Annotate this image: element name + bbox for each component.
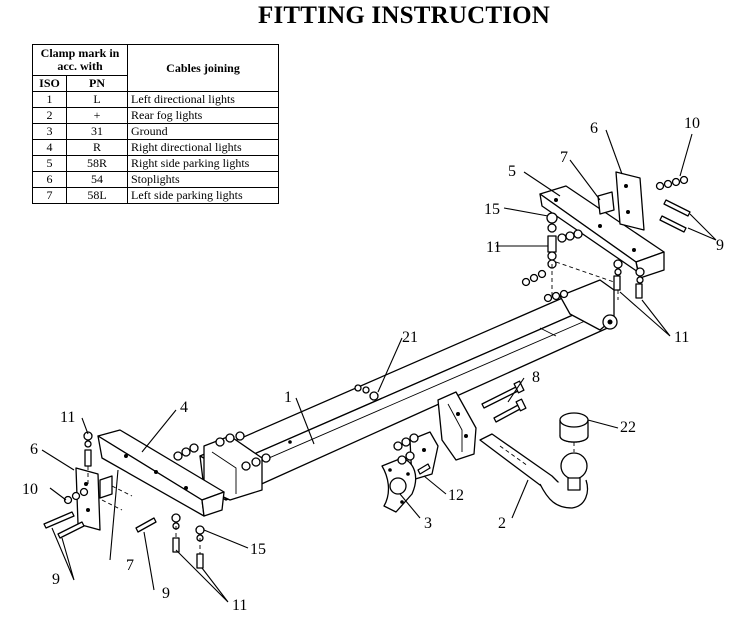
socket-plate	[381, 457, 417, 513]
callout-5: 5	[508, 163, 516, 180]
pn-header: PN	[66, 75, 128, 92]
callout-11-left-top: 11	[60, 409, 75, 426]
crossbar	[199, 279, 618, 501]
right-side-bracket	[521, 171, 691, 303]
callout-9-right: 9	[716, 237, 724, 254]
callout-8: 8	[532, 369, 540, 386]
callout-15-left: 15	[250, 541, 266, 558]
callout-21: 21	[402, 329, 418, 346]
callout-22: 22	[620, 419, 636, 436]
cables-joining-table: Clamp mark in acc. with Cables joining I…	[32, 44, 279, 204]
callout-7-left: 7	[126, 557, 134, 574]
callout-10-right: 10	[684, 115, 700, 132]
clamp-mark-header: Clamp mark in acc. with	[32, 44, 128, 76]
callout-4: 4	[180, 399, 188, 416]
callout-15-right: 15	[484, 201, 500, 218]
callout-6-left: 6	[30, 441, 38, 458]
left-side-bracket	[43, 429, 225, 569]
callout-9-left: 9	[52, 571, 60, 588]
callout-10-left: 10	[22, 481, 38, 498]
page-title: FITTING INSTRUCTION	[258, 2, 551, 29]
callout-9-left-bottom: 9	[162, 585, 170, 602]
callout-1: 1	[284, 389, 292, 406]
callout-11-right-top: 11	[486, 239, 501, 256]
leader-lines	[41, 129, 717, 603]
callout-3: 3	[424, 515, 432, 532]
ball-cap	[559, 412, 589, 452]
callout-11-right-bottom: 11	[674, 329, 689, 346]
callout-11-left-bottom: 11	[232, 597, 247, 614]
cables-joining-header: Cables joining	[127, 44, 279, 92]
callout-7-right: 7	[560, 149, 568, 166]
callout-2: 2	[498, 515, 506, 532]
callout-12: 12	[448, 487, 464, 504]
callout-labels: 1 2 3 4 5 6 6 7 7 8 9 9 9 10 10 11 11 11…	[22, 115, 724, 614]
bolts-8	[481, 380, 527, 423]
fasteners-center	[173, 384, 431, 475]
callout-6-right: 6	[590, 120, 598, 137]
ball-arm	[479, 433, 589, 509]
